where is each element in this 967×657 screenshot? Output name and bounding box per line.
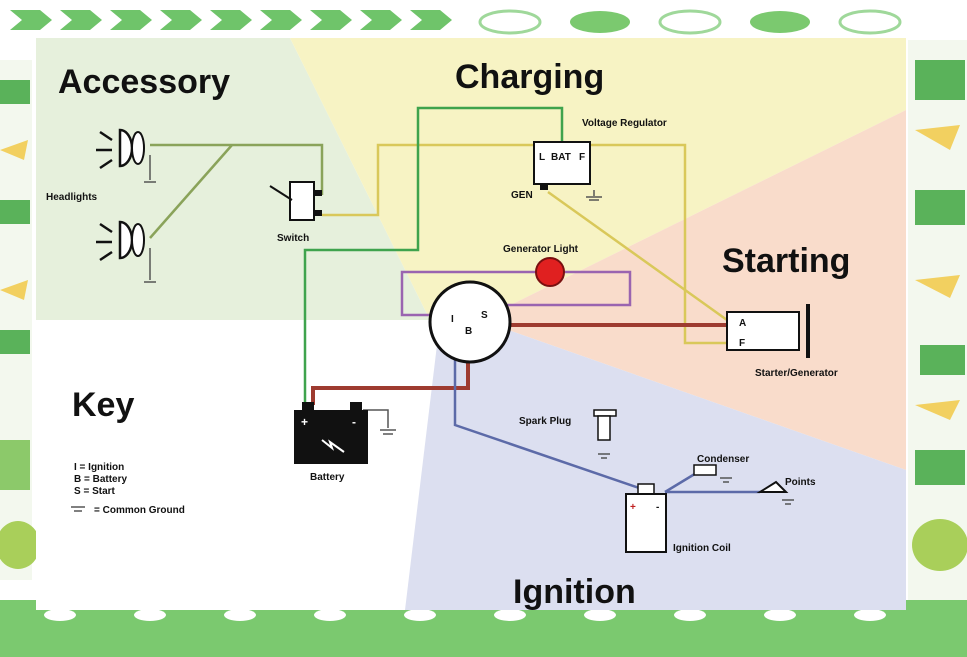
starter-terminal-a: A <box>739 318 746 329</box>
ignition-region <box>405 320 906 610</box>
starter-terminal-f: F <box>739 338 745 349</box>
section-title-ignition: Ignition <box>513 573 636 611</box>
wire-ignition-to-coil <box>453 335 646 492</box>
battery-minus-sign: - <box>352 415 356 429</box>
starter-generator <box>726 304 810 358</box>
regulator-terminal-f: F <box>579 152 585 163</box>
wire-generator-light <box>400 270 632 317</box>
condenser-label: Condenser <box>697 454 749 465</box>
legend-item: S = Start <box>74 486 116 497</box>
top-heart-border <box>478 9 902 35</box>
switch-label: Switch <box>277 233 309 244</box>
ignition-coil-label: Ignition Coil <box>673 543 731 554</box>
regulator-terminal-l: L <box>539 152 545 163</box>
wire-headlight-lower <box>149 144 233 239</box>
right-side-decor <box>908 40 967 600</box>
wire-switch-to-field <box>322 143 727 345</box>
wire-battery-to-regulator <box>303 106 564 405</box>
section-title-accessory: Accessory <box>58 63 230 101</box>
section-title-key: Key <box>72 386 134 424</box>
switch-symbol <box>269 181 322 221</box>
starter-generator-label: Starter/Generator <box>755 368 838 379</box>
legend-item: I = Ignition <box>74 462 124 473</box>
wire-battery-ground <box>363 409 389 428</box>
voltage-regulator <box>533 141 595 196</box>
generator-light-lamp <box>535 257 565 287</box>
ignition-key-switch <box>428 280 512 364</box>
starting-region <box>480 110 906 470</box>
points-label: Points <box>785 477 816 488</box>
headlight-upper <box>96 128 156 183</box>
top-arrow-border <box>10 10 452 30</box>
spark-plug-label: Spark Plug <box>519 416 571 427</box>
battery-plus-sign: + <box>301 415 308 429</box>
wire-coil-to-condenser <box>664 470 699 494</box>
bottom-sprouts <box>44 609 886 621</box>
coil-minus-sign: - <box>656 502 659 513</box>
legend: I = Ignition B = Battery S = Start = Com… <box>71 462 185 516</box>
headlights-label: Headlights <box>46 192 98 203</box>
wire-gen-to-starter <box>547 190 728 322</box>
key-terminal-s: S <box>481 310 488 321</box>
key-terminal-i: I <box>451 314 454 325</box>
battery-label: Battery <box>310 472 345 483</box>
section-title-charging: Charging <box>455 58 604 96</box>
ignition-coil-symbol <box>625 483 667 553</box>
battery-symbol <box>294 402 396 464</box>
headlight-lower <box>96 220 156 283</box>
voltage-regulator-label: Voltage Regulator <box>582 118 667 129</box>
condenser-symbol <box>693 464 732 483</box>
left-side-decor <box>0 60 40 580</box>
regulator-terminal-bat: BAT <box>551 152 571 163</box>
legend-item: B = Battery <box>74 474 128 485</box>
ground-icon <box>71 506 85 512</box>
ground-icon <box>586 196 602 201</box>
section-title-starting: Starting <box>722 242 850 280</box>
spark-plug-symbol <box>593 409 617 459</box>
points-symbol <box>756 480 794 505</box>
legend-ground: = Common Ground <box>94 505 185 516</box>
generator-light-label: Generator Light <box>503 244 579 255</box>
coil-plus-sign: + <box>630 502 636 513</box>
key-terminal-b: B <box>465 326 472 337</box>
gen-label: GEN <box>511 190 533 201</box>
wire-headlight-upper <box>150 143 324 195</box>
